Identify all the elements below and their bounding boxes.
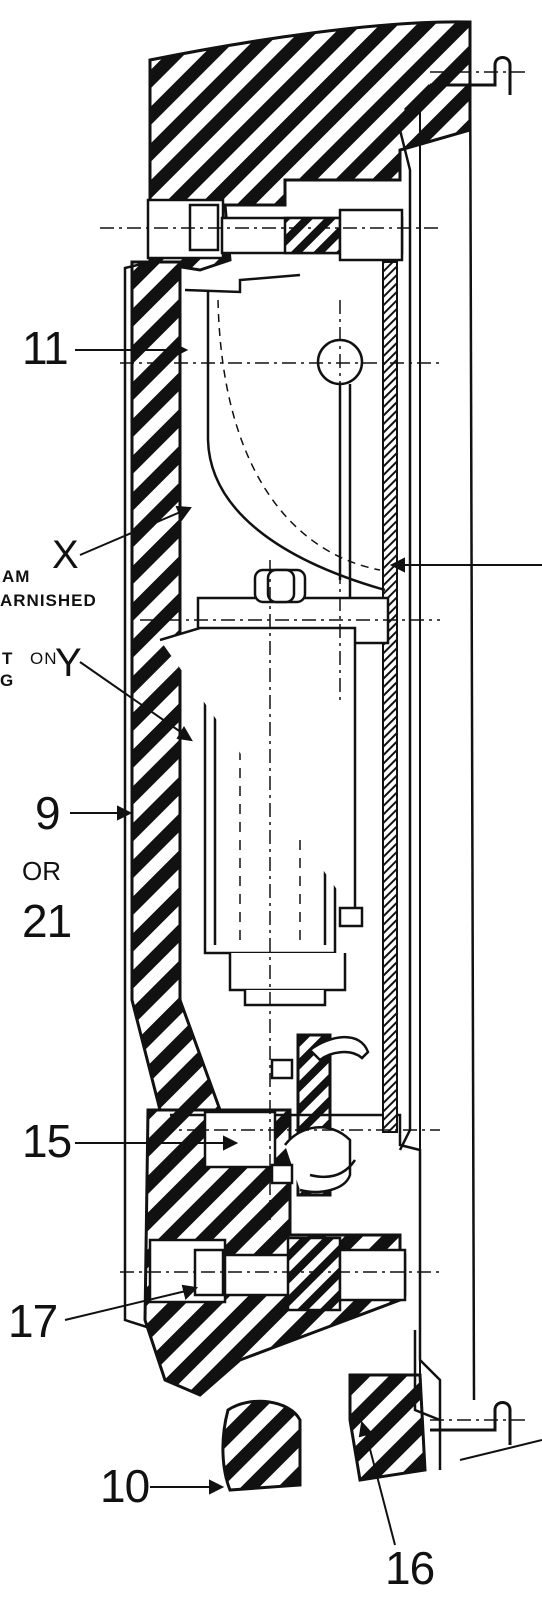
callout-9: 9 [35, 787, 61, 839]
top-bolt-assembly [146, 198, 404, 262]
callout-16: 16 [385, 1542, 435, 1594]
leader-lines [64, 342, 542, 1546]
note-y-on: ON [30, 649, 58, 668]
note-x-label: X [52, 533, 79, 577]
note-y-line1: T [2, 649, 14, 668]
housing-section [130, 20, 472, 1492]
callout-or: OR [22, 856, 61, 886]
mounting-hooks [403, 56, 512, 1445]
clip-and-switch [203, 1035, 370, 1194]
callout-21: 21 [22, 895, 72, 947]
centre-lines [100, 71, 525, 1421]
reflector [184, 273, 386, 600]
callout-11: 11 [22, 322, 69, 374]
note-y-line2: G [0, 671, 15, 690]
front-panel [382, 110, 441, 1422]
note-x-line2: ARNISHED [0, 591, 97, 610]
callout-15: 15 [22, 1115, 72, 1167]
note-x-line1: AM [2, 567, 31, 586]
callout-10: 10 [100, 1460, 150, 1512]
callout-17: 17 [8, 1295, 58, 1347]
lamp-holder [159, 568, 390, 1007]
note-y-label: Y [55, 641, 82, 685]
